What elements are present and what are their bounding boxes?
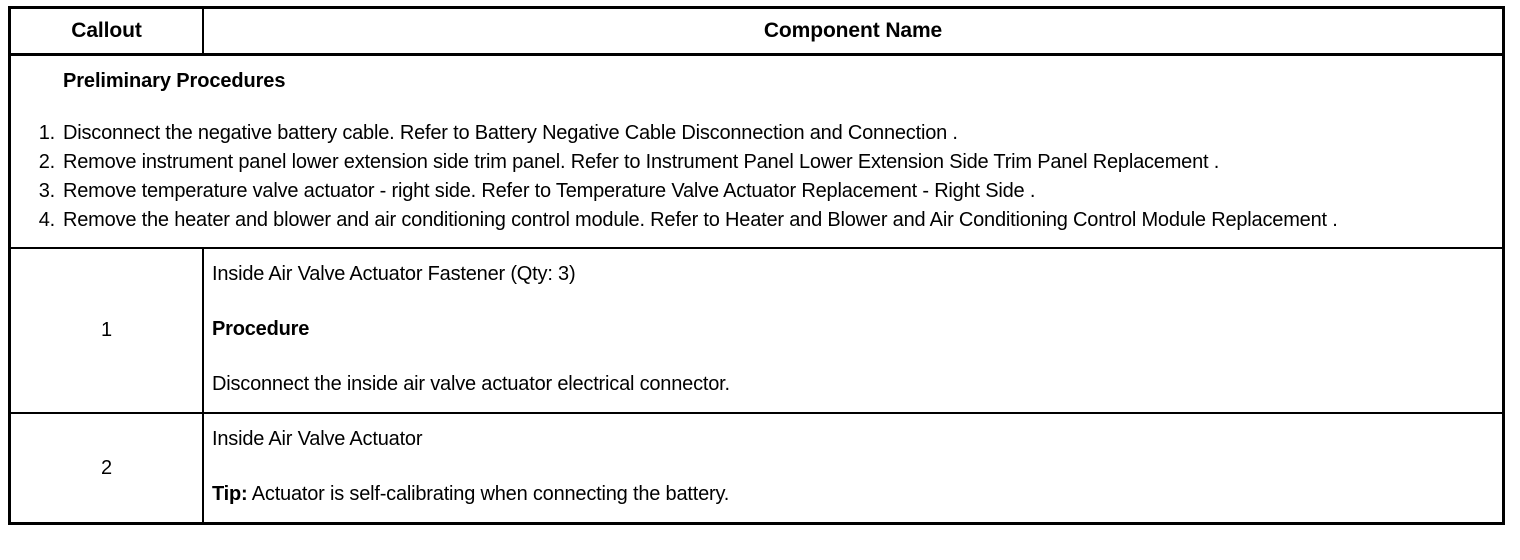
component-description-cell: Inside Air Valve Actuator Tip: Actuator …	[204, 414, 1502, 522]
list-item-number: 2.	[38, 151, 55, 173]
table-row: 1 Inside Air Valve Actuator Fastener (Qt…	[11, 249, 1502, 414]
table-header-cell-component: Component Name	[204, 9, 1502, 53]
callout-number-cell: 1	[11, 249, 204, 412]
list-item-text: Remove the heater and blower and air con…	[63, 209, 1338, 231]
component-name-text: Inside Air Valve Actuator	[212, 428, 423, 450]
list-item: 1. Disconnect the negative battery cable…	[11, 119, 1502, 148]
list-item-text: Disconnect the negative battery cable. R…	[63, 122, 958, 144]
component-description-cell: Inside Air Valve Actuator Fastener (Qty:…	[204, 249, 1502, 412]
list-item-number: 3.	[38, 180, 55, 202]
table-header-cell-callout: Callout	[11, 9, 204, 53]
procedure-step-text: Disconnect the inside air valve actuator…	[212, 373, 730, 395]
list-item-number: 1.	[38, 122, 55, 144]
preliminary-procedures-row: Preliminary Procedures 1. Disconnect the…	[11, 56, 1502, 249]
list-item-number: 4.	[38, 209, 55, 231]
column-header-component-name: Component Name	[763, 19, 943, 42]
list-item: 2. Remove instrument panel lower extensi…	[11, 148, 1502, 177]
tip-text: Tip: Actuator is self-calibrating when c…	[212, 481, 1462, 508]
callout-number-cell: 2	[11, 414, 204, 522]
list-item: 4. Remove the heater and blower and air …	[11, 206, 1502, 235]
list-item: 3. Remove temperature valve actuator - r…	[11, 177, 1502, 206]
column-header-callout: Callout	[71, 19, 142, 42]
table-row: 2 Inside Air Valve Actuator Tip: Actuato…	[11, 414, 1502, 522]
list-item-text: Remove instrument panel lower extension …	[63, 151, 1220, 173]
list-item-text: Remove temperature valve actuator - righ…	[63, 180, 1036, 202]
tip-body: Actuator is self-calibrating when connec…	[247, 483, 730, 505]
table-header-row: Callout Component Name	[11, 9, 1502, 56]
preliminary-procedures-list: 1. Disconnect the negative battery cable…	[11, 119, 1502, 235]
tip-label: Tip:	[212, 483, 248, 505]
preliminary-procedures-title: Preliminary Procedures	[63, 70, 286, 92]
procedure-heading: Procedure	[212, 318, 310, 340]
procedure-table: Callout Component Name Preliminary Proce…	[8, 6, 1505, 525]
component-name-text: Inside Air Valve Actuator Fastener (Qty:…	[212, 263, 576, 285]
